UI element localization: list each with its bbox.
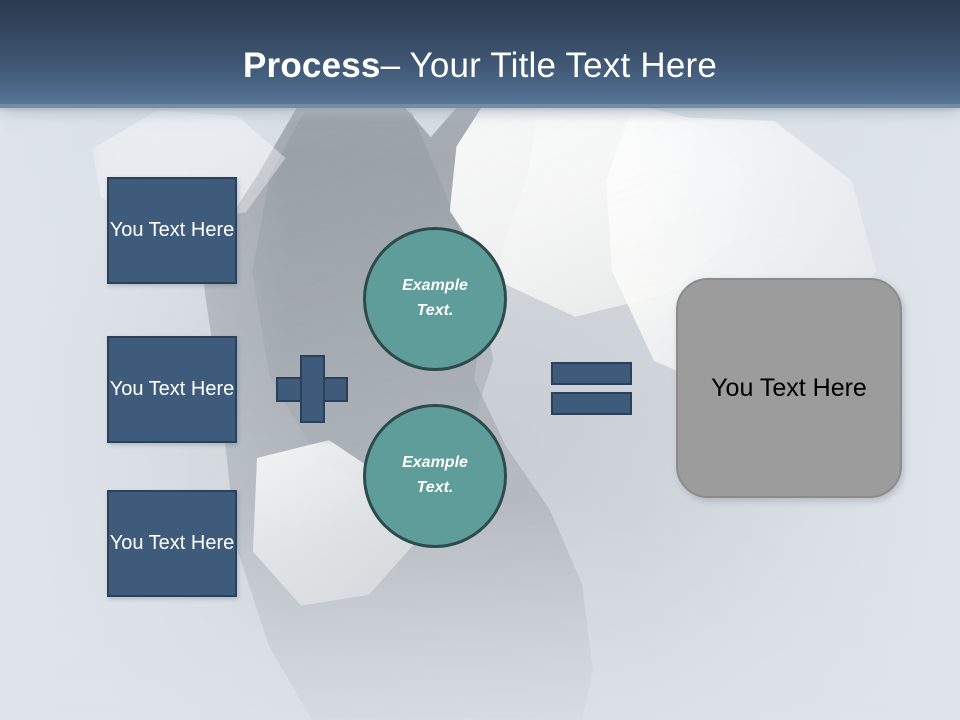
input-box-3[interactable]: You Text Here xyxy=(107,490,237,597)
page-title-strong: Process xyxy=(242,46,381,85)
example-circle-2-line2: Text. xyxy=(416,479,454,496)
example-circle-1-line1: Example xyxy=(402,277,468,295)
title-bar: Process – Your Title Text Here xyxy=(0,0,960,122)
example-circle-2-line1: Example xyxy=(402,454,468,472)
input-box-1[interactable]: You Text Here xyxy=(107,177,237,284)
page-title: Process – Your Title Text Here xyxy=(0,0,960,108)
example-circle-1-line2: Text. xyxy=(416,302,454,319)
plus-operator-icon xyxy=(276,355,348,423)
equals-bottom-bar xyxy=(551,392,632,415)
plus-center-fill xyxy=(302,379,321,400)
input-box-2[interactable]: You Text Here xyxy=(107,336,237,443)
result-box[interactable]: You Text Here xyxy=(676,278,902,498)
equals-top-bar xyxy=(551,362,632,385)
example-circle-1[interactable]: Example Text. xyxy=(363,227,507,371)
page-title-rest: – Your Title Text Here xyxy=(380,46,718,85)
example-circle-2[interactable]: Example Text. xyxy=(363,404,507,548)
equals-operator-icon xyxy=(551,362,632,415)
